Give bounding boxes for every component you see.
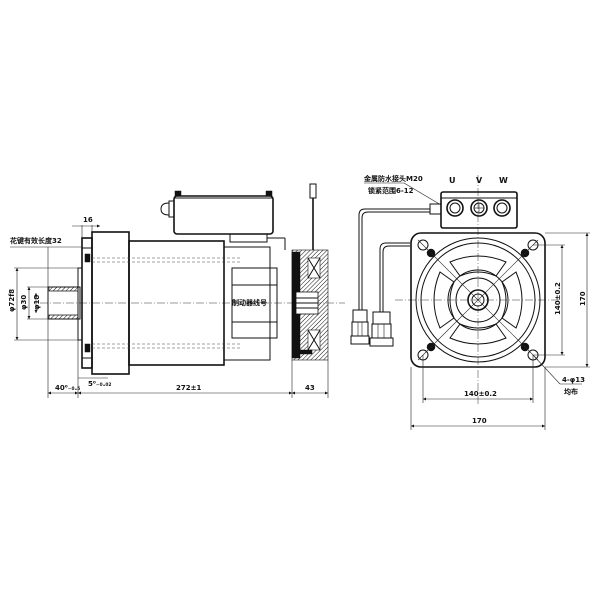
- junction-box: [160, 190, 286, 250]
- svg-text:φ18: φ18: [33, 295, 41, 310]
- svg-text:170: 170: [472, 417, 487, 425]
- svg-text:43: 43: [305, 384, 315, 392]
- brake-wire-label: 制动器线号: [232, 298, 267, 307]
- end-view: U V W 金属防水接头M20 锁紧范围6-12: [350, 174, 590, 430]
- svg-text:锁紧范围6-12: 锁紧范围6-12: [367, 186, 414, 195]
- dim-flange-thickness: 16: [72, 216, 100, 238]
- svg-text:均布: 均布: [564, 387, 578, 396]
- gland-callout: 金属防水接头M20 锁紧范围6-12: [363, 174, 442, 206]
- svg-text:花键有效长度32: 花键有效长度32: [10, 236, 62, 245]
- svg-text:140±0.2: 140±0.2: [464, 390, 497, 398]
- dim-lengths: 5⁰₋₀.₀₂ 40⁰₋₀.₅ 272±1 43: [47, 319, 329, 398]
- dim-horizontal: 140±0.2 170: [410, 355, 546, 430]
- svg-text:40⁰₋₀.₅: 40⁰₋₀.₅: [55, 384, 80, 392]
- terminal-u-label: U: [449, 176, 456, 185]
- dim-spline-length: 花键有效长度32: [10, 236, 82, 287]
- motor-frame: [410, 232, 546, 368]
- terminal-box: U V W: [429, 176, 518, 229]
- hole-callout: 4-φ13 均布: [532, 354, 585, 396]
- dim-vertical: 140±0.2 170: [533, 232, 590, 368]
- svg-text:16: 16: [83, 216, 93, 224]
- side-view: 花键有效长度32 16 φ72f8 φ30 φ18: [8, 183, 345, 398]
- motor-body: [92, 240, 278, 366]
- brake-cable: [309, 183, 317, 250]
- terminal-w-label: W: [499, 176, 508, 185]
- connector-right: [369, 311, 394, 347]
- svg-text:5⁰₋₀.₀₂: 5⁰₋₀.₀₂: [88, 380, 112, 388]
- shaft: [47, 267, 83, 341]
- cables: [350, 208, 430, 347]
- connector-left: [350, 309, 370, 345]
- svg-text:φ72f8: φ72f8: [8, 289, 16, 312]
- dim-diameters: φ72f8 φ30 φ18: [8, 267, 78, 341]
- svg-text:φ30: φ30: [20, 295, 28, 310]
- svg-text:272±1: 272±1: [176, 384, 201, 392]
- svg-text:140±0.2: 140±0.2: [554, 282, 562, 315]
- terminal-v-label: V: [476, 176, 483, 185]
- svg-text:金属防水接头M20: 金属防水接头M20: [363, 174, 423, 183]
- svg-text:4-φ13: 4-φ13: [562, 376, 585, 384]
- brake-unit: [291, 249, 329, 361]
- svg-text:170: 170: [579, 291, 587, 306]
